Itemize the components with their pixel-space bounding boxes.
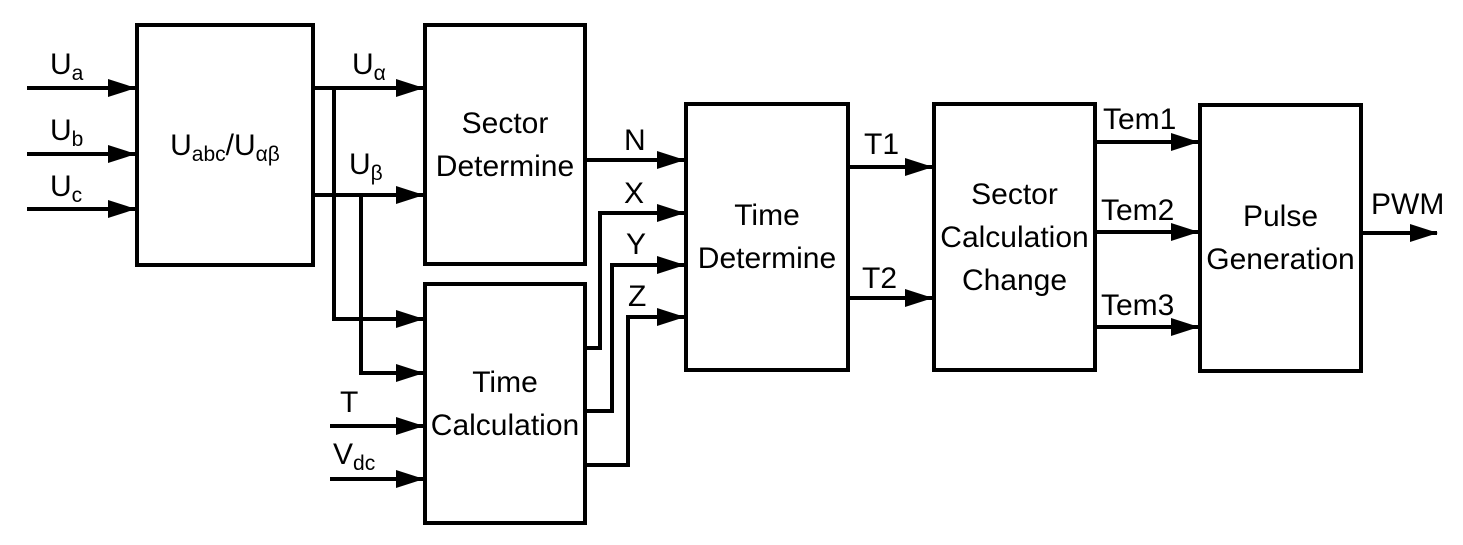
block-abc-to-alphabeta-transform: Uabc/Uαβ [135,23,315,267]
wire-ubeta-branch-to-timecalc [359,195,424,382]
block-time-determine: Time Determine [684,102,850,372]
block-sector-calculation-change-label-line3: Change [961,263,1068,297]
label-uc: Uc [50,170,83,207]
block-sector-calculation-change-label-line2: Calculation [940,220,1089,254]
label-t1: T1 [864,128,900,161]
label-ub: Ub [50,114,84,151]
wire-z [587,308,685,467]
block-time-determine-label-line2: Determine [697,242,837,275]
label-tem2: Tem2 [1101,194,1175,227]
label-z: Z [628,280,647,313]
label-ubeta: Uβ [349,148,383,185]
label-tem3: Tem3 [1101,289,1175,322]
block-sector-calculation-change-label-line1: Sector [971,177,1058,211]
wire-x [587,204,685,350]
block-pulse-generation-label-line1: Pulse [1242,200,1319,233]
wire-ualpha-branch-to-timecalc [332,88,424,328]
block-pulse-generation: Pulse Generation [1198,103,1363,373]
label-ualpha: Uα [352,48,386,85]
block-sector-calculation-change: Sector Calculation Change [932,102,1097,372]
wire-y [587,256,685,413]
label-vdc: Vdc [333,438,376,475]
block-time-calculation-label-line2: Calculation [430,408,580,442]
label-t: T [340,386,359,419]
block-sector-determine-label-line2: Determine [435,149,575,183]
label-ua: Ua [50,48,84,85]
label-y: Y [626,228,647,261]
block-abc-label: Uabc/Uαβ [170,128,280,166]
block-pulse-generation-label-line2: Generation [1206,243,1355,276]
block-time-calculation-label-line1: Time [472,365,538,399]
label-tem1: Tem1 [1103,103,1177,136]
block-sector-determine-label-line1: Sector [461,106,549,140]
label-x: X [624,177,645,210]
label-n: N [624,124,646,157]
block-time-determine-label-line1: Time [734,199,800,232]
label-t2: T2 [862,262,898,295]
label-pwm: PWM [1371,188,1445,221]
block-time-calculation: Time Calculation [423,282,587,525]
block-sector-determine: Sector Determine [423,23,587,266]
